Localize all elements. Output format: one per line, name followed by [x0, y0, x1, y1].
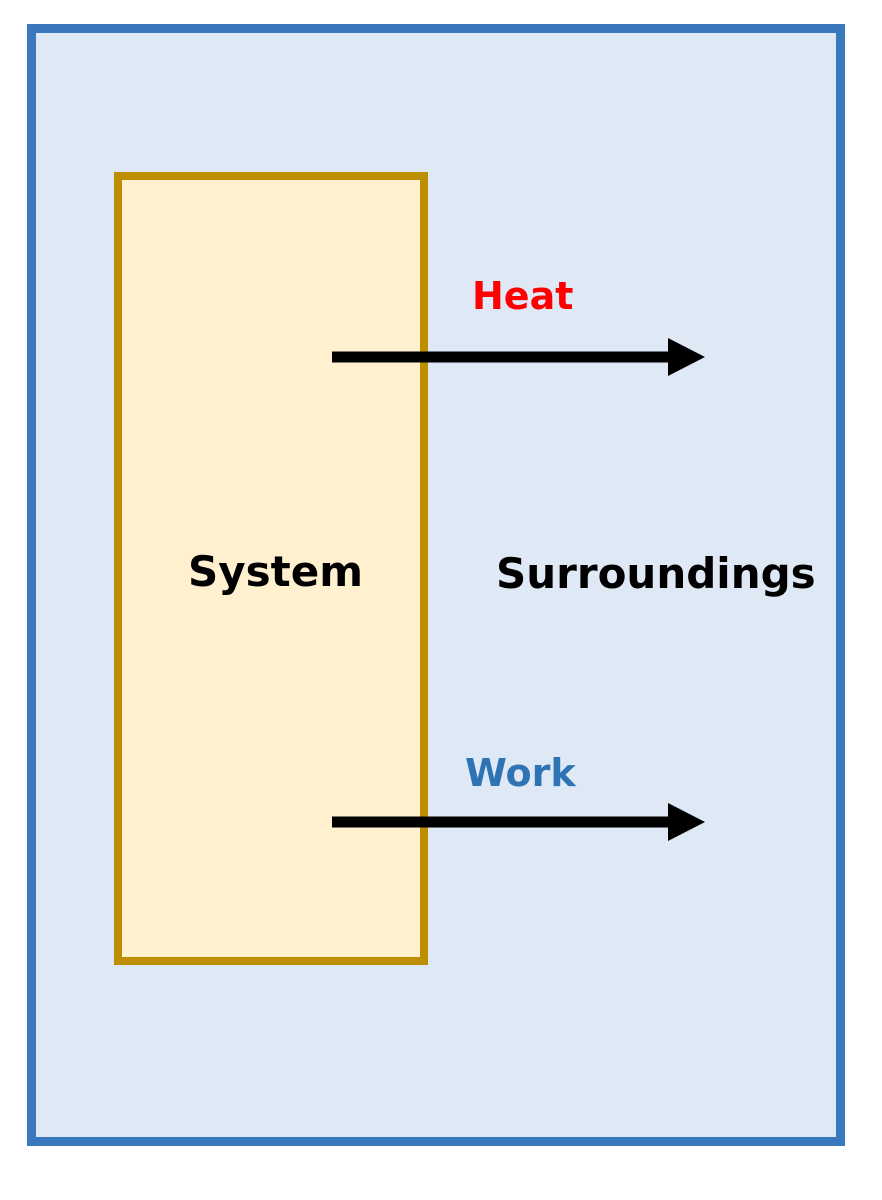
- surroundings-label: Surroundings: [496, 549, 816, 598]
- system-box: [114, 172, 428, 965]
- work-label: Work: [465, 751, 576, 795]
- heat-label: Heat: [472, 274, 574, 318]
- system-label: System: [188, 547, 363, 596]
